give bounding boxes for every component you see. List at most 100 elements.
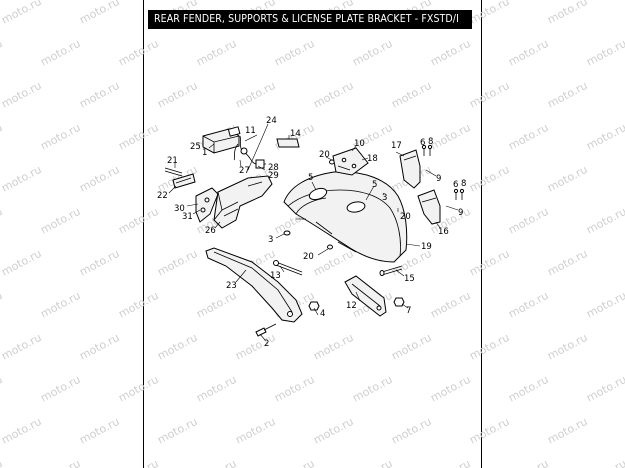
- watermark-text: moto.ru: [467, 247, 511, 279]
- callout-6b: 6: [453, 180, 458, 190]
- license-plate-mount-part: [213, 175, 273, 229]
- watermark-text: moto.ru: [0, 247, 44, 279]
- watermark-text: moto.ru: [467, 0, 511, 27]
- watermark-text: moto.ru: [0, 205, 5, 237]
- callout-7: 7: [406, 306, 411, 316]
- rear-fender-part: [283, 171, 408, 263]
- watermark-text: moto.ru: [0, 163, 44, 195]
- watermark-text: moto.ru: [350, 457, 394, 468]
- watermark-text: moto.ru: [545, 331, 589, 363]
- bolt-2-part: [255, 323, 277, 337]
- watermark-text: moto.ru: [0, 79, 44, 111]
- callout-21: 21: [167, 156, 178, 166]
- rod-13-part: [273, 260, 303, 276]
- callout-3a: 3: [268, 235, 273, 245]
- license-bolt-part: [164, 167, 183, 177]
- watermark-text: moto.ru: [155, 331, 199, 363]
- watermark-text: moto.ru: [506, 457, 550, 468]
- callout-22: 22: [157, 191, 168, 201]
- callout-5a: 5: [308, 173, 313, 183]
- callout-11: 11: [245, 126, 256, 136]
- watermark-text: moto.ru: [0, 37, 5, 69]
- watermark-text: moto.ru: [77, 0, 121, 27]
- watermark-text: moto.ru: [467, 331, 511, 363]
- watermark-text: moto.ru: [38, 205, 82, 237]
- watermark-text: moto.ru: [389, 415, 433, 447]
- watermark-text: moto.ru: [38, 121, 82, 153]
- watermark-text: moto.ru: [545, 79, 589, 111]
- watermark-text: moto.ru: [584, 457, 625, 468]
- callout-labels: 1 2 3 3 4 5 5 6 6 7 8 8 9 9 10 11 12 13 …: [157, 116, 466, 349]
- fender-bracket-plate-part: [332, 147, 369, 176]
- license-bracket-small-part: [172, 173, 196, 189]
- watermark-text: moto.ru: [155, 247, 199, 279]
- watermark-text: moto.ru: [467, 163, 511, 195]
- diagram-sheet: [143, 0, 482, 468]
- watermark-text: moto.ru: [311, 415, 355, 447]
- watermark-text: moto.ru: [77, 247, 121, 279]
- watermark-text: moto.ru: [194, 289, 238, 321]
- callout-31: 31: [182, 212, 193, 222]
- watermark-text: moto.ru: [506, 373, 550, 405]
- watermark-text: moto.ru: [0, 289, 5, 321]
- callout-28: 28: [268, 163, 279, 173]
- callout-15: 15: [404, 274, 415, 284]
- watermark-text: moto.ru: [77, 331, 121, 363]
- watermark-text: moto.ru: [38, 289, 82, 321]
- watermark-text: moto.ru: [428, 289, 472, 321]
- watermark-text: moto.ru: [584, 373, 625, 405]
- watermark-text: moto.ru: [311, 331, 355, 363]
- callout-20a: 20: [319, 150, 330, 160]
- bracket-16-part: [417, 189, 441, 225]
- watermark-text: moto.ru: [194, 457, 238, 468]
- callout-17: 17: [391, 141, 402, 151]
- watermark-text: moto.ru: [116, 373, 160, 405]
- watermark-text: moto.ru: [545, 163, 589, 195]
- watermark-text: moto.ru: [389, 79, 433, 111]
- callout-23: 23: [226, 281, 237, 291]
- watermark-text: moto.ru: [0, 457, 5, 468]
- watermark-text: moto.ru: [584, 289, 625, 321]
- watermark-text: moto.ru: [233, 79, 277, 111]
- watermark-text: moto.ru: [0, 373, 5, 405]
- watermark-text: moto.ru: [350, 37, 394, 69]
- watermark-text: moto.ru: [545, 247, 589, 279]
- nut-4-part: [308, 301, 320, 311]
- watermark-text: moto.ru: [545, 0, 589, 27]
- callout-29: 29: [268, 171, 279, 181]
- callout-26: 26: [205, 226, 216, 236]
- watermark-text: moto.ru: [194, 37, 238, 69]
- wire-harness-part: [233, 135, 266, 169]
- callout-25: 25: [190, 142, 201, 152]
- callout-20c: 20: [303, 252, 314, 262]
- watermark-text: moto.ru: [77, 79, 121, 111]
- watermark-text: moto.ru: [116, 457, 160, 468]
- diagram-title: REAR FENDER, SUPPORTS & LICENSE PLATE BR…: [154, 13, 459, 25]
- watermark-text: moto.ru: [311, 79, 355, 111]
- watermark-text: moto.ru: [155, 415, 199, 447]
- callout-24: 24: [266, 116, 277, 126]
- callout-19: 19: [421, 242, 432, 252]
- callout-16: 16: [438, 227, 449, 237]
- leader-lines: [168, 123, 459, 341]
- watermark-text: moto.ru: [506, 121, 550, 153]
- watermark-text: moto.ru: [272, 37, 316, 69]
- callout-18: 18: [367, 154, 378, 164]
- fender-support-part: [205, 247, 303, 323]
- watermark-text: moto.ru: [77, 163, 121, 195]
- watermark-text: moto.ru: [506, 37, 550, 69]
- watermark-text: moto.ru: [0, 0, 44, 27]
- reflector-strip-part: [276, 138, 300, 148]
- callout-30: 30: [174, 204, 185, 214]
- watermark-text: moto.ru: [116, 205, 160, 237]
- watermark-text: moto.ru: [116, 37, 160, 69]
- side-bracket-part: [195, 187, 219, 223]
- watermark-text: moto.ru: [428, 121, 472, 153]
- callout-8a: 8: [428, 137, 433, 147]
- watermark-text: moto.ru: [77, 415, 121, 447]
- callout-2: 2: [264, 339, 269, 349]
- callout-5b: 5: [372, 180, 377, 190]
- watermark-text: moto.ru: [194, 373, 238, 405]
